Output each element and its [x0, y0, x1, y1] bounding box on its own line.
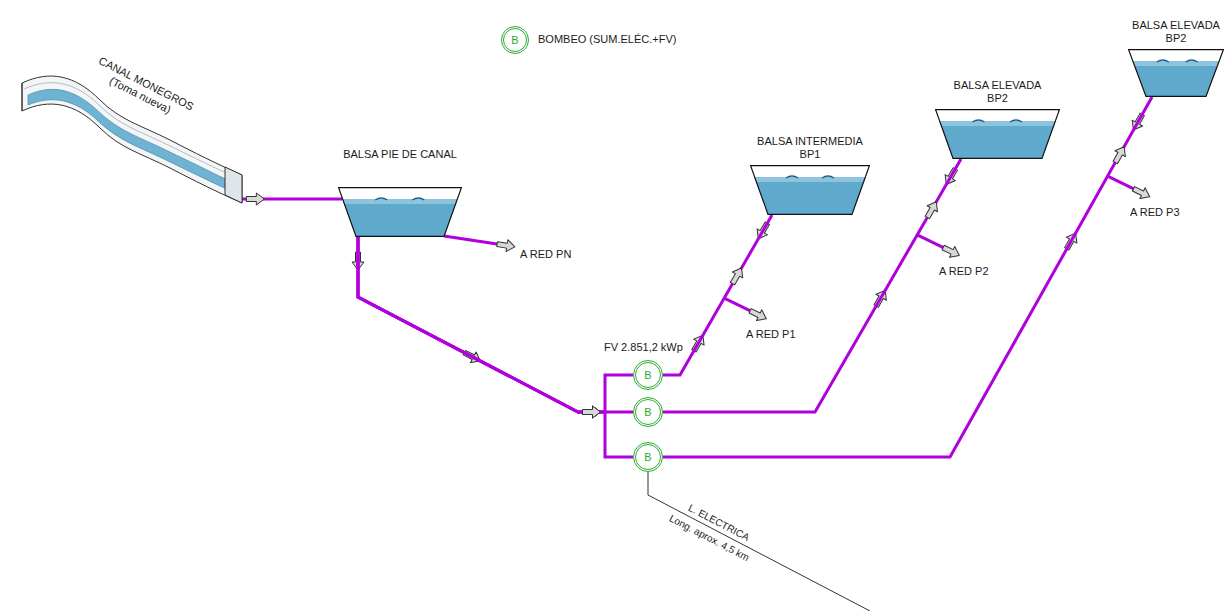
flow-arrow [747, 305, 768, 324]
pipe [358, 237, 633, 457]
reservoir: BALSA INTERMEDIA BP1 [750, 135, 870, 215]
node-text: BALSA ELEVADA BP2 [1130, 19, 1222, 45]
node-text: B [644, 369, 651, 382]
reservoir-basin [750, 165, 870, 215]
flow-arrows [352, 111, 1152, 366]
pv-power-label: FV 2.851,2 kWp [604, 341, 683, 354]
node-text: BALSA INTERMEDIA BP1 [755, 135, 865, 161]
pipe [358, 237, 633, 418]
power-line [648, 472, 870, 611]
branch-pipe [917, 235, 945, 249]
arrow-head [1110, 144, 1129, 166]
flow-arrow [496, 238, 516, 253]
legend-symbol-text: B [511, 34, 518, 47]
branch-pipe [1108, 176, 1136, 190]
node-text: B [644, 406, 651, 419]
pump-station: B [633, 442, 663, 472]
pump-station: B [633, 360, 663, 390]
pipe [663, 159, 961, 412]
flow-arrow [941, 242, 962, 261]
branch-pipe [724, 298, 752, 312]
legend-symbol: B [501, 26, 529, 54]
arrow-head [246, 193, 264, 205]
network-label: A RED P3 [1130, 206, 1180, 219]
network-label: A RED P1 [746, 328, 796, 341]
pipe [240, 193, 342, 205]
network-label: A RED PN [520, 248, 571, 261]
network-label: A RED P2 [939, 265, 989, 278]
node-text: B [644, 451, 651, 464]
reservoir: BALSA ELEVADA BP2 [1128, 19, 1224, 97]
legend-text: BOMBEO (SUM.ELÉC.+FV) [538, 33, 676, 46]
flow-arrow [1131, 183, 1152, 202]
arrow-head [583, 406, 601, 418]
pump-station: B [633, 397, 663, 427]
pipe [663, 97, 1152, 457]
reservoir: BALSA ELEVADA BP2 [935, 79, 1060, 159]
arrow-head [727, 265, 746, 287]
arrow-head [922, 199, 941, 221]
node-text: BALSA ELEVADA BP2 [950, 79, 1045, 105]
reservoir: BALSA PIE DE CANAL [338, 148, 462, 237]
power-line-label-frame: L. ELECTRICALong. aprox. 4,5 km [648, 495, 649, 496]
arrow-head [583, 406, 601, 418]
reservoir-basin [935, 109, 1060, 159]
reservoir-basin [338, 187, 462, 237]
pipe [358, 237, 633, 418]
reservoir-basin [1128, 49, 1224, 97]
canal-illustration: CANAL MONEGROS (Toma nueva) [20, 45, 245, 210]
node-text: BALSA PIE DE CANAL [339, 148, 461, 161]
arrow-head [583, 406, 601, 418]
